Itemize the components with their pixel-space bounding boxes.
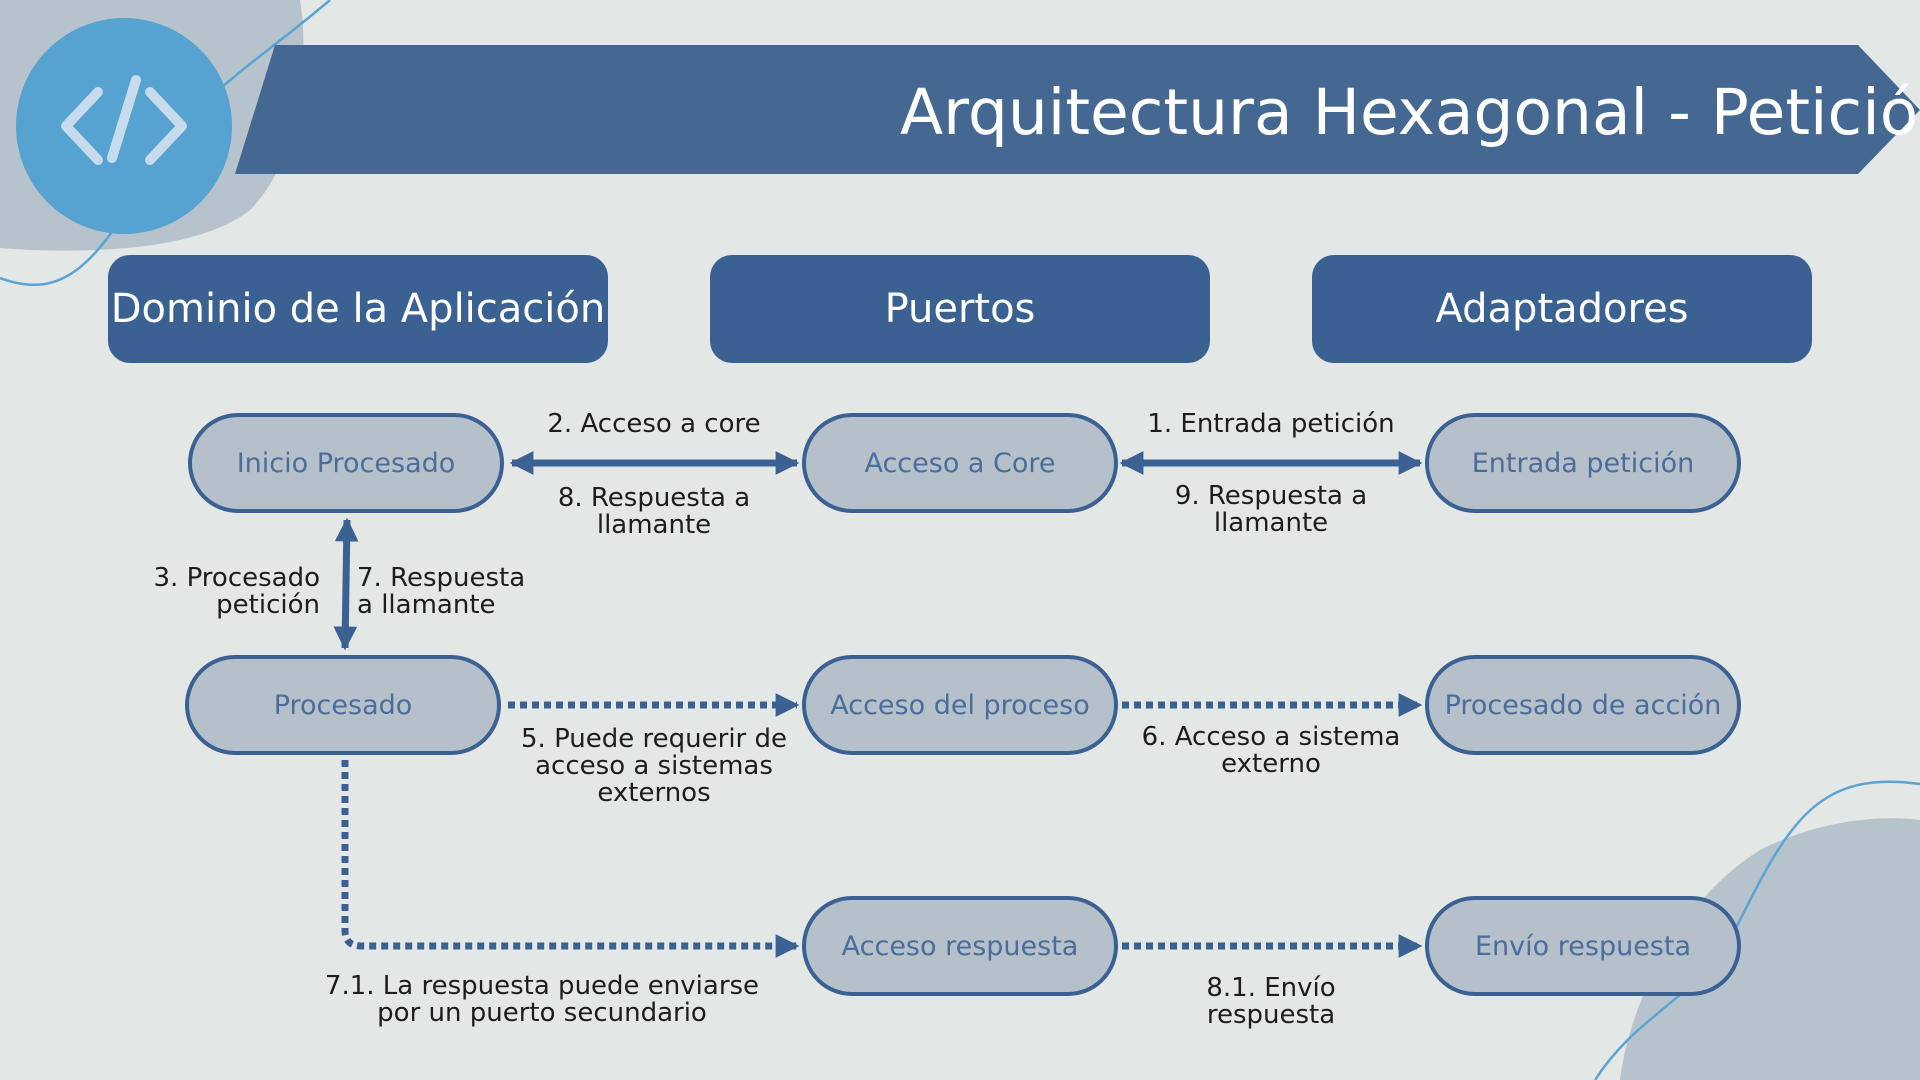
bottom-right-curve [1593, 780, 1920, 1080]
label-respuesta-llamante-9: 9. Respuesta a llamante [1174, 481, 1368, 538]
label-respuesta-llamante-7: 7. Respuesta a llamante [357, 563, 526, 620]
node-procesado-accion: Procesado de acción [1425, 655, 1741, 755]
label-procesado-peticion: 3. Procesado petición [153, 563, 321, 620]
title-banner [235, 45, 1920, 174]
node-acceso-proceso: Acceso del proceso [802, 655, 1118, 755]
label-envio-respuesta: 8.1. Envío respuesta [1206, 973, 1336, 1030]
label-requerir-acceso: 5. Puede requerir de acceso a sistemas e… [521, 724, 787, 808]
label-entrada-peticion: 1. Entrada petición [1147, 409, 1395, 439]
label-acceso-core: 2. Acceso a core [547, 409, 761, 439]
header-domain: Dominio de la Aplicación [108, 255, 608, 363]
label-acceso-sistema: 6. Acceso a sistema externo [1141, 722, 1401, 779]
header-ports: Puertos [710, 255, 1210, 363]
node-acceso-core: Acceso a Core [802, 413, 1118, 513]
code-brackets-icon [61, 75, 187, 165]
label-puerto-secundario: 7.1. La respuesta puede enviarse por un … [324, 971, 760, 1028]
header-adapters: Adaptadores [1312, 255, 1812, 363]
node-entrada-peticion: Entrada petición [1425, 413, 1741, 513]
arrow-procesado-respuesta [341, 760, 800, 958]
node-procesado: Procesado [185, 655, 501, 755]
arrow-inicio-procesado [333, 517, 359, 651]
label-respuesta-llamante-8: 8. Respuesta a llamante [557, 483, 751, 540]
page-title: Arquitectura Hexagonal - Petición [900, 76, 1920, 149]
bottom-right-blob [1620, 818, 1920, 1080]
node-envio-respuesta: Envío respuesta [1425, 896, 1741, 996]
node-acceso-respuesta: Acceso respuesta [802, 896, 1118, 996]
node-inicio-procesado: Inicio Procesado [188, 413, 504, 513]
